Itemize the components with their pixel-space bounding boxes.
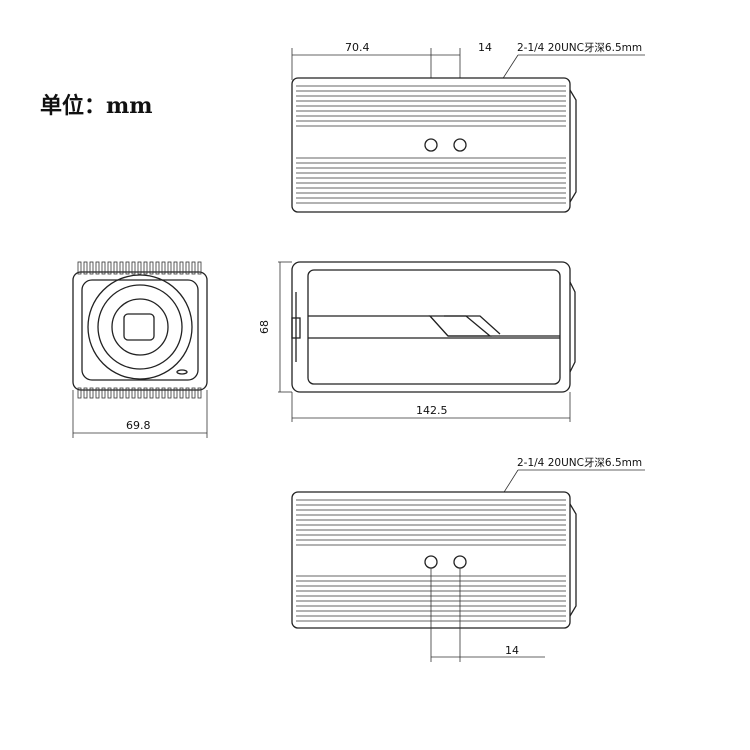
front-fin-bottom: [77, 387, 82, 399]
top-dim-right: 14: [478, 41, 492, 54]
front-fin-top: [89, 261, 94, 275]
front-view: 69.8: [72, 261, 208, 438]
top-body: [291, 77, 571, 213]
front-fin-top: [143, 261, 148, 275]
front-fin-bottom: [185, 387, 190, 399]
side-height-dim: 68: [258, 320, 271, 334]
front-fin-top: [155, 261, 160, 275]
front-fin-bottom: [125, 387, 130, 399]
top-dim-left: 70.4: [345, 41, 370, 54]
bottom-lens-cap: [569, 503, 577, 617]
front-fin-bottom: [83, 387, 88, 399]
front-fin-top: [179, 261, 184, 275]
top-mount-hole-b: [453, 138, 467, 152]
front-fin-bottom: [101, 387, 106, 399]
front-fin-bottom: [119, 387, 124, 399]
lens-ring-inner: [111, 298, 169, 356]
front-fin-top: [197, 261, 202, 275]
front-fin-top: [77, 261, 82, 275]
top-mount-hole-a: [424, 138, 438, 152]
front-fin-bottom: [167, 387, 172, 399]
front-width-dim: 69.8: [126, 419, 151, 432]
side-connector: [291, 317, 301, 339]
lens-ring-outer: [87, 274, 193, 380]
front-fin-bottom: [143, 387, 148, 399]
top-thread-note: 2-1/4 20UNC牙深6.5mm: [517, 42, 642, 54]
top-fins: [296, 85, 566, 204]
front-fin-top: [95, 261, 100, 275]
front-fin-top: [167, 261, 172, 275]
bottom-spacing-dim: 14: [505, 644, 519, 657]
side-view: 68 142.5: [258, 261, 576, 422]
front-fin-bottom: [191, 387, 196, 399]
front-fin-top: [101, 261, 106, 275]
front-fin-bottom: [113, 387, 118, 399]
front-fin-bottom: [95, 387, 100, 399]
sensor-window: [123, 313, 155, 341]
front-indicator: [176, 369, 188, 375]
front-fins-bottom: [77, 387, 202, 399]
front-fin-bottom: [155, 387, 160, 399]
side-lens-cap: [569, 281, 576, 373]
side-body-inner: [307, 269, 561, 385]
front-fin-bottom: [131, 387, 136, 399]
front-fin-top: [107, 261, 112, 275]
front-fin-top: [149, 261, 154, 275]
front-fin-top: [191, 261, 196, 275]
front-fin-top: [113, 261, 118, 275]
front-fin-top: [131, 261, 136, 275]
front-fin-bottom: [173, 387, 178, 399]
front-fin-top: [173, 261, 178, 275]
front-bezel: [81, 279, 199, 381]
top-view: 70.4 14 2-1/4 20UNC牙深6.5mm: [291, 41, 645, 213]
front-fin-bottom: [161, 387, 166, 399]
front-fin-bottom: [107, 387, 112, 399]
front-fins-top: [77, 261, 202, 275]
bottom-thread-note: 2-1/4 20UNC牙深6.5mm: [517, 457, 642, 469]
unit-label: 单位：mm: [40, 93, 153, 119]
front-fin-bottom: [137, 387, 142, 399]
top-lens-cap: [569, 89, 577, 203]
front-fin-bottom: [149, 387, 154, 399]
front-fin-top: [161, 261, 166, 275]
front-fin-top: [137, 261, 142, 275]
front-fin-top: [125, 261, 130, 275]
front-fin-top: [83, 261, 88, 275]
front-fin-top: [185, 261, 190, 275]
front-fin-top: [119, 261, 124, 275]
front-fin-bottom: [89, 387, 94, 399]
side-length-dim: 142.5: [416, 404, 448, 417]
front-fin-bottom: [197, 387, 202, 399]
lens-ring-mid: [97, 284, 183, 370]
bottom-view: 2-1/4 20UNC牙深6.5mm 14: [291, 457, 645, 662]
side-body-outer: [291, 261, 571, 393]
front-fin-bottom: [179, 387, 184, 399]
